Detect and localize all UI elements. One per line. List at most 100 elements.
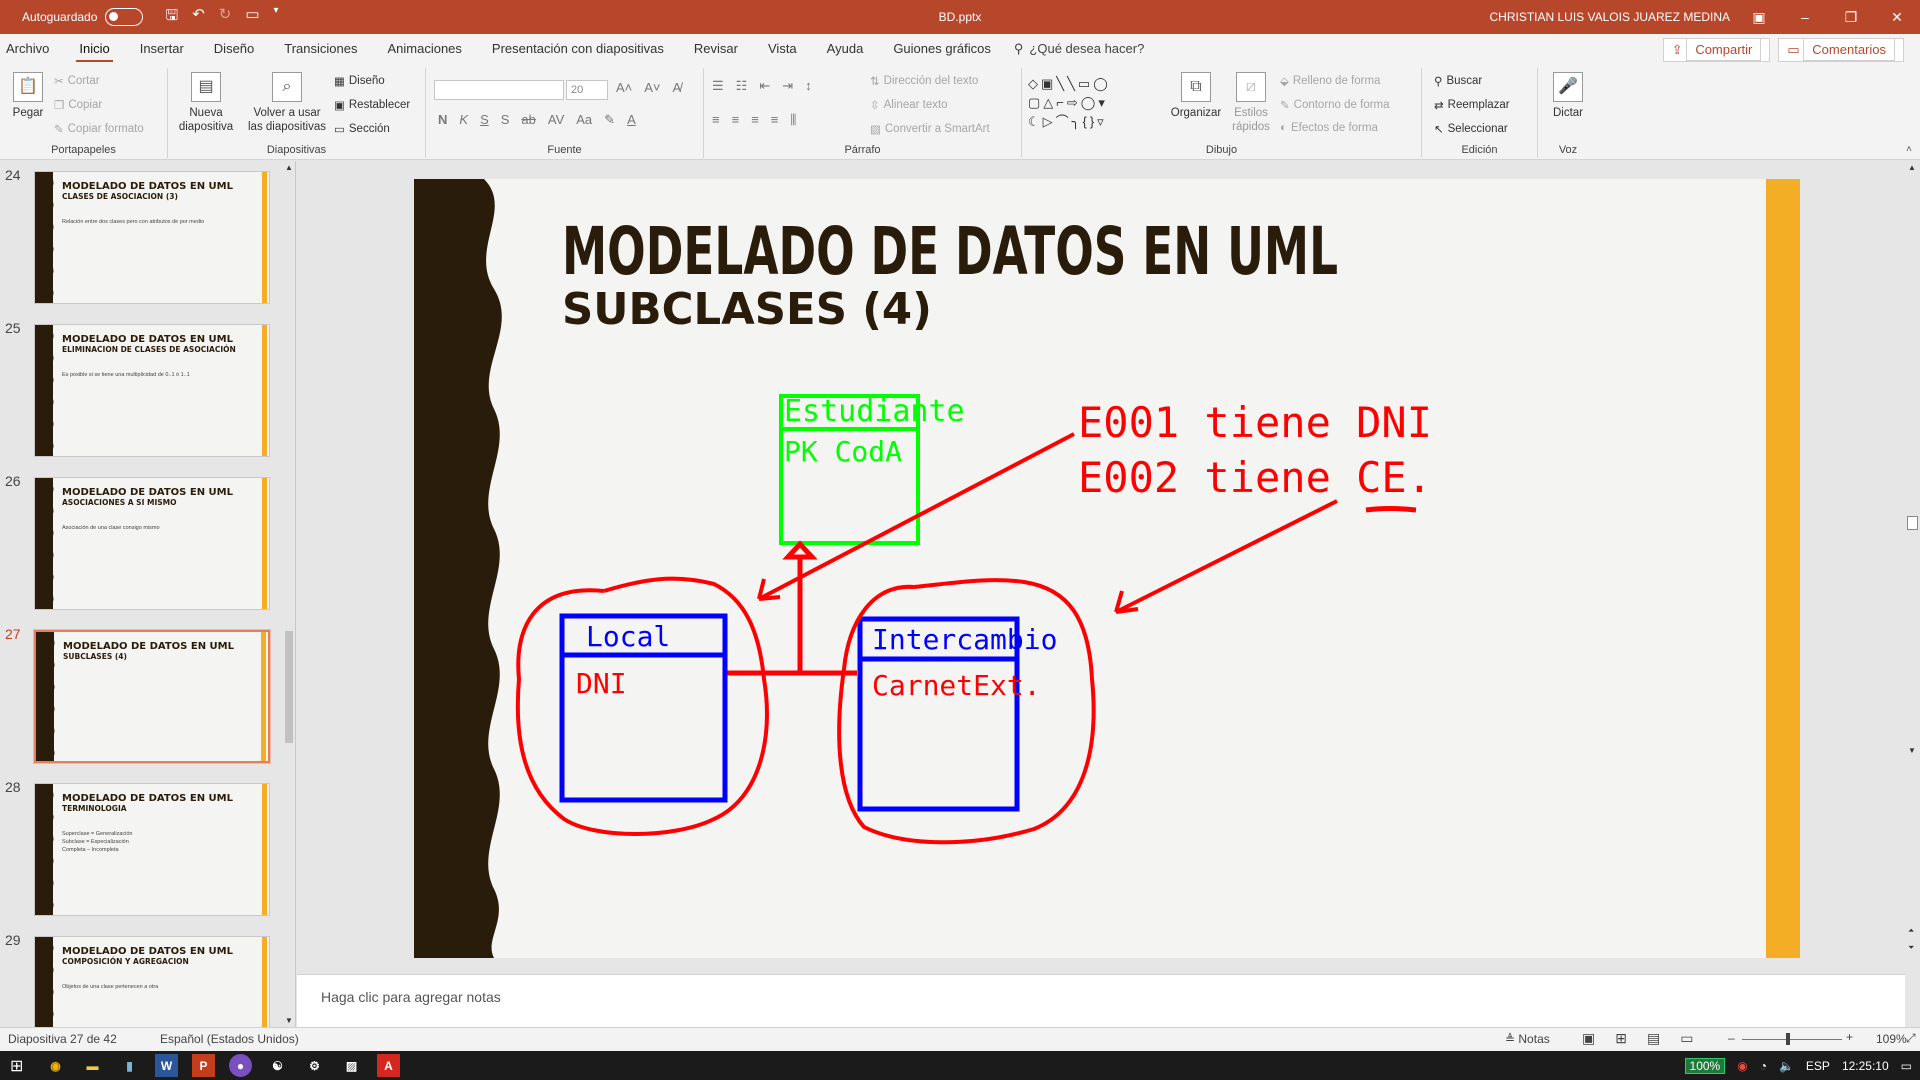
notes-pane[interactable]: Haga clic para agregar notas bbox=[297, 974, 1905, 1027]
share-button[interactable]: ⇪ Compartir bbox=[1662, 38, 1771, 62]
bullets-icon[interactable]: ☰ bbox=[712, 78, 724, 93]
tab-archivo[interactable]: Archivo bbox=[6, 41, 50, 56]
text-direction-button[interactable]: ⇅Dirección del texto bbox=[870, 74, 978, 88]
notes-button[interactable]: ≜ Notas bbox=[1505, 1032, 1550, 1046]
next-slide-icon[interactable]: ⏷ bbox=[1908, 943, 1915, 952]
reading-view-icon[interactable]: ▤ bbox=[1646, 1030, 1661, 1046]
ribbon-display-icon[interactable]: ▣ bbox=[1752, 8, 1766, 25]
zoom-level[interactable]: 109% bbox=[1876, 1032, 1907, 1046]
font-name-combo[interactable] bbox=[434, 80, 564, 100]
select-button[interactable]: ↖Seleccionar bbox=[1434, 122, 1508, 136]
tab-guiones[interactable]: Guiones gráficos bbox=[893, 41, 991, 56]
tab-diseno[interactable]: Diseño bbox=[213, 41, 255, 56]
zoom-slider[interactable] bbox=[1742, 1039, 1842, 1040]
file-explorer-icon[interactable]: ▬ bbox=[86, 1058, 99, 1073]
clear-format-icon[interactable]: A̸ bbox=[672, 80, 682, 95]
scrollbar-thumb[interactable] bbox=[1907, 516, 1918, 530]
customize-qat-icon[interactable]: ▾ bbox=[273, 4, 279, 16]
word-icon[interactable]: W bbox=[155, 1054, 178, 1077]
comments-button[interactable]: ▭ Comentarios bbox=[1778, 38, 1904, 62]
chrome-icon[interactable]: ◉ bbox=[50, 1058, 61, 1073]
thumbnail-slide[interactable]: MODELADO DE DATOS EN UML TERMINOLOGIA Su… bbox=[34, 783, 270, 916]
tab-presentacion[interactable]: Presentación con diapositivas bbox=[491, 41, 664, 56]
zoom-slider-handle[interactable] bbox=[1786, 1033, 1790, 1045]
scroll-down-icon[interactable]: ▼ bbox=[1908, 746, 1916, 755]
numbering-icon[interactable]: ☷ bbox=[735, 78, 748, 93]
autosave[interactable]: Autoguardado bbox=[22, 8, 144, 26]
shrink-font-icon[interactable]: A˅ bbox=[644, 80, 661, 95]
italic-icon[interactable]: K bbox=[459, 112, 469, 127]
shape-effects-button[interactable]: ◐Efectos de forma bbox=[1280, 122, 1378, 134]
media-app-icon[interactable]: ● bbox=[229, 1054, 252, 1077]
battery-indicator[interactable]: 100% bbox=[1684, 1057, 1726, 1074]
quick-styles-button[interactable]: ⧄ Estilos rápidos bbox=[1228, 72, 1274, 134]
language[interactable]: Español (Estados Unidos) bbox=[160, 1032, 299, 1046]
wifi-icon[interactable]: ◔ bbox=[1759, 1058, 1767, 1073]
photos-icon[interactable]: ▨ bbox=[345, 1058, 358, 1073]
align-text-button[interactable]: ⇳Alinear texto bbox=[870, 98, 948, 112]
copy-button[interactable]: ❐Copiar bbox=[54, 98, 102, 112]
scroll-up-icon[interactable]: ▲ bbox=[285, 163, 293, 172]
powerpoint-icon[interactable]: P bbox=[192, 1054, 215, 1077]
thumbnail-26[interactable]: 26 MODELADO DE DATOS EN UML ASOCIACIONES… bbox=[0, 467, 280, 610]
scrollbar-thumb[interactable] bbox=[285, 631, 293, 743]
tab-vista[interactable]: Vista bbox=[768, 41, 797, 56]
shadow-icon[interactable]: S bbox=[500, 112, 510, 127]
autosave-toggle[interactable] bbox=[105, 8, 144, 26]
shape-fill-button[interactable]: ⬙Relleno de forma bbox=[1280, 74, 1380, 88]
shape-outline-button[interactable]: ✎Contorno de forma bbox=[1280, 98, 1390, 112]
align-left-icon[interactable]: ≡ bbox=[712, 112, 720, 127]
tell-me-box[interactable]: ⚲ ¿Qué desea hacer? bbox=[1014, 41, 1144, 57]
thumbnail-slide-selected[interactable]: MODELADO DE DATOS EN UML SUBCLASES (4) bbox=[34, 630, 270, 763]
tab-ayuda[interactable]: Ayuda bbox=[826, 41, 864, 56]
zoom-in-icon[interactable]: + bbox=[1846, 1030, 1854, 1044]
acrobat-icon[interactable]: A bbox=[377, 1054, 400, 1077]
undo-icon[interactable]: ↶ bbox=[192, 5, 205, 23]
grow-font-icon[interactable]: A˄ bbox=[616, 80, 633, 95]
slide-scrollbar[interactable]: ▲ ▼ ⏶ ⏷ bbox=[1905, 161, 1920, 1027]
find-button[interactable]: ⚲Buscar bbox=[1434, 74, 1482, 88]
thumbnail-28[interactable]: 28 MODELADO DE DATOS EN UML TERMINOLOGIA… bbox=[0, 773, 280, 916]
collapse-ribbon-icon[interactable]: ˄ bbox=[1906, 144, 1912, 155]
minimize-icon[interactable]: – bbox=[1801, 9, 1809, 25]
present-icon[interactable]: ▭ bbox=[245, 5, 260, 23]
underline-icon[interactable]: S bbox=[480, 112, 489, 127]
increase-indent-icon[interactable]: ⇥ bbox=[782, 78, 794, 93]
previous-slide-icon[interactable]: ⏶ bbox=[1908, 926, 1915, 935]
scroll-up-icon[interactable]: ▲ bbox=[1908, 163, 1916, 172]
highlight-icon[interactable]: ✎ bbox=[604, 112, 616, 127]
recording-icon[interactable]: ◉ bbox=[1737, 1058, 1748, 1073]
settings-app-icon[interactable]: ⚙ bbox=[309, 1058, 320, 1073]
thumbnail-slide[interactable]: MODELADO DE DATOS EN UML COMPOSICIÓN Y A… bbox=[34, 936, 270, 1027]
cut-button[interactable]: ✂Cortar bbox=[54, 74, 100, 88]
line-spacing-icon[interactable]: ↕ bbox=[805, 78, 812, 93]
windows-start-icon[interactable]: ⊞ bbox=[10, 1058, 24, 1075]
input-language[interactable]: ESP bbox=[1805, 1058, 1830, 1073]
scroll-down-icon[interactable]: ▼ bbox=[285, 1016, 293, 1025]
volume-icon[interactable]: 🔈 bbox=[1778, 1058, 1794, 1073]
shapes-gallery[interactable]: ◇▣╲╲▭◯▢△⌐⇨◯▾☾▷⌒╮{}▿ bbox=[1028, 76, 1111, 129]
case-icon[interactable]: Aa bbox=[576, 112, 593, 127]
redo-icon[interactable]: ↻ bbox=[218, 5, 232, 23]
replace-button[interactable]: ⇄Reemplazar bbox=[1434, 98, 1510, 112]
arrange-button[interactable]: ⧉ Organizar bbox=[1168, 72, 1224, 120]
layout-button[interactable]: ▦Diseño bbox=[334, 74, 385, 88]
save-icon[interactable]: 🖫 bbox=[165, 6, 179, 24]
notes-app-icon[interactable]: ▮ bbox=[126, 1058, 133, 1073]
section-button[interactable]: ▭Sección bbox=[334, 122, 390, 136]
reuse-slides-button[interactable]: ⌕ Volver a usar las diapositivas bbox=[244, 72, 330, 134]
tab-insertar[interactable]: Insertar bbox=[139, 41, 184, 56]
notifications-icon[interactable]: ▭ bbox=[1900, 1058, 1912, 1073]
restore-icon[interactable]: ❐ bbox=[1844, 8, 1858, 25]
align-right-icon[interactable]: ≡ bbox=[751, 112, 759, 127]
close-icon[interactable]: ✕ bbox=[1891, 8, 1903, 25]
game-app-icon[interactable]: ☯ bbox=[272, 1058, 283, 1073]
normal-view-icon[interactable]: ▣ bbox=[1582, 1030, 1596, 1046]
bold-icon[interactable]: N bbox=[438, 112, 448, 127]
spacing-icon[interactable]: AV bbox=[547, 112, 565, 127]
current-slide[interactable]: MODELADO DE DATOS EN UML SUBCLASES (4) E… bbox=[414, 179, 1800, 958]
fit-slide-icon[interactable]: ⤢ bbox=[1906, 1031, 1916, 1045]
strikethrough-icon[interactable]: ab bbox=[521, 112, 536, 127]
dictate-button[interactable]: 🎤 Dictar bbox=[1546, 72, 1590, 120]
smartart-button[interactable]: ▧Convertir a SmartArt bbox=[870, 122, 990, 136]
